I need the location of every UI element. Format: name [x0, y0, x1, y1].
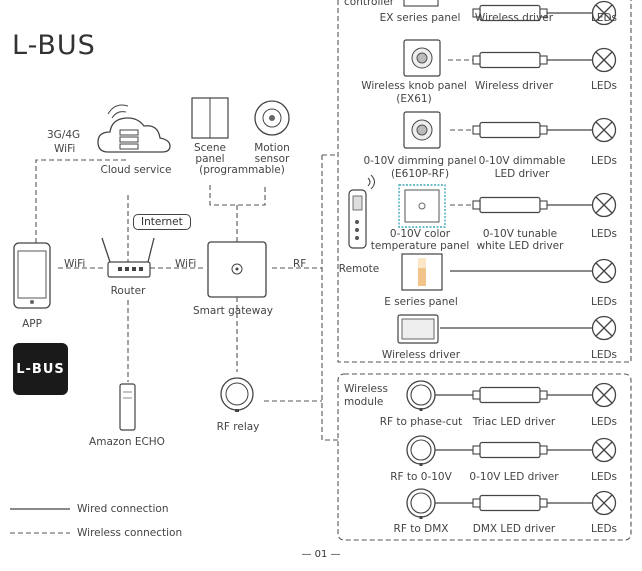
wireless-driver-icon [397, 314, 439, 344]
device-label: RF to 0-10V [390, 471, 452, 483]
device-label: Wireless knob panel [361, 80, 467, 92]
led-symbol [591, 192, 617, 218]
driver-label: 0-10V LED driver [469, 471, 559, 483]
wireless-module-title-1: Wireless [344, 383, 388, 395]
color-temperature-panel-icon [398, 184, 446, 228]
rf-relay-label: RF relay [216, 421, 260, 433]
driver-symbol [472, 441, 548, 459]
driver-symbol [472, 51, 548, 69]
led-symbol [591, 47, 617, 73]
device-label: EX series panel [379, 12, 461, 24]
rf-module-icon [406, 380, 436, 412]
router-label: Router [110, 285, 146, 297]
load-label: LEDs [590, 523, 618, 535]
driver-symbol [472, 494, 548, 512]
page-number: — 01 — [301, 549, 341, 560]
scene-panel-icon [191, 97, 229, 139]
rf-module-icon [406, 435, 436, 467]
load-label: LEDs [590, 12, 618, 24]
rf-relay-icon [220, 377, 254, 412]
wireless-module-title-2: module [344, 396, 384, 408]
ex-panel-icon [403, 0, 439, 7]
knob-panel-icon [403, 39, 441, 77]
device-sub-label: (EX61) [396, 93, 432, 105]
motion-sensor-label-1: Motion [254, 142, 290, 154]
motion-sensor-label-2: sensor [254, 153, 290, 165]
load-label: LEDs [590, 228, 618, 240]
smart-gateway-icon [207, 241, 267, 298]
driver-sub-label: white LED driver [476, 240, 564, 252]
phone-icon [13, 242, 51, 309]
link-label-wifi-app: WiFi [64, 258, 86, 270]
led-symbol [591, 258, 617, 284]
led-symbol [591, 437, 617, 463]
brand-badge: L-BUS [13, 343, 68, 395]
dimming-panel-icon [403, 111, 441, 149]
led-symbol [591, 117, 617, 143]
device-label: RF to DMX [393, 523, 449, 535]
driver-label: 0-10V tunable [482, 228, 558, 240]
driver-label: Wireless driver [474, 12, 554, 24]
load-label: LEDs [590, 296, 618, 308]
group-box-controllers [337, 0, 632, 363]
link-label-3g4g: 3G/4G [47, 129, 81, 141]
link-label-rf: RF [293, 258, 307, 270]
device-label: 0-10V dimming panel [363, 155, 477, 167]
amazon-echo-icon [119, 383, 136, 431]
scene-panel-label-3: (programmable) [199, 164, 285, 176]
legend-wireless: Wireless connection [77, 527, 183, 539]
driver-label: DMX LED driver [472, 523, 556, 535]
rf-module-icon [406, 488, 436, 520]
brand-logo: L-BUS [12, 30, 96, 61]
load-label: LEDs [590, 471, 618, 483]
legend-wired: Wired connection [77, 503, 169, 515]
cloud-icon [97, 104, 171, 153]
link-label-wifi-gw: WiFi [175, 258, 197, 270]
e-series-panel-icon [401, 253, 443, 291]
device-label: 0-10V color [389, 228, 451, 240]
driver-symbol [472, 196, 548, 214]
load-label: LEDs [590, 349, 618, 361]
driver-symbol [472, 121, 548, 139]
device-label: RF to phase-cut [379, 416, 463, 428]
group-box-wireless-module [337, 373, 632, 541]
device-sub-label: (E610P-RF) [390, 168, 450, 180]
load-label: LEDs [590, 80, 618, 92]
led-symbol [591, 315, 617, 341]
load-label: LEDs [590, 155, 618, 167]
app-label: APP [22, 318, 42, 330]
driver-label: 0-10V dimmable [478, 155, 566, 167]
scene-panel-label-2: panel [195, 153, 225, 165]
remote-label: Remote [338, 263, 380, 275]
driver-label: Wireless driver [474, 80, 554, 92]
controller-label: controller [344, 0, 395, 8]
device-label: Wireless driver [381, 349, 461, 361]
amazon-echo-label: Amazon ECHO [89, 436, 165, 448]
smart-gateway-label: Smart gateway [192, 305, 274, 317]
led-symbol [591, 382, 617, 408]
led-symbol [591, 490, 617, 516]
device-label: E series panel [384, 296, 458, 308]
scene-panel-label-1: Scene [193, 142, 227, 154]
motion-sensor-icon [254, 100, 290, 136]
driver-sub-label: LED driver [494, 168, 550, 180]
internet-box: Internet [133, 214, 191, 230]
link-label-wifi-cloud: WiFi [54, 143, 76, 155]
router-icon [101, 237, 155, 278]
device-sub-label: temperature panel [370, 240, 470, 252]
remote-icon [348, 174, 375, 249]
cloud-service-label: Cloud service [100, 164, 172, 176]
driver-symbol [472, 386, 548, 404]
load-label: LEDs [590, 416, 618, 428]
driver-label: Triac LED driver [472, 416, 556, 428]
